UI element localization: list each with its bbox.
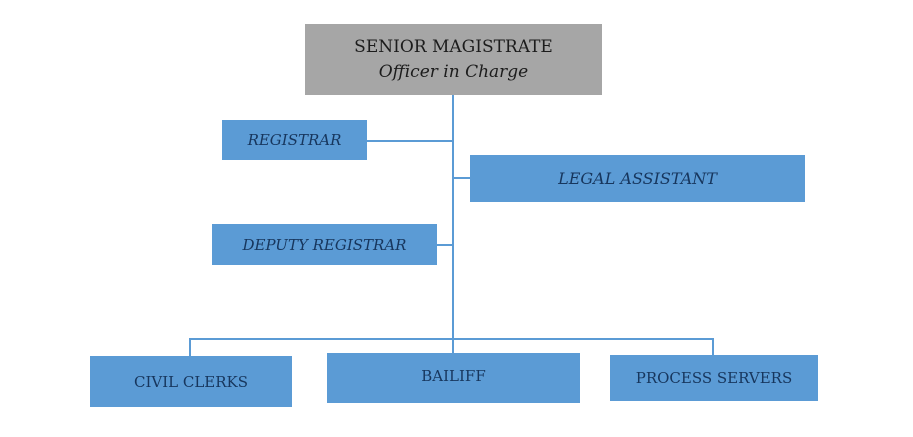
senior-magistrate-title: SENIOR MAGISTRATE [354,36,553,57]
connector-bottom-rail [189,338,714,340]
senior-magistrate-subtitle: Officer in Charge [378,61,529,82]
connector-registrar-stub [367,140,452,142]
registrar-label: REGISTRAR [247,131,342,149]
connector-legal-assistant-stub [452,177,470,179]
connector-deputy-registrar-stub [437,244,452,246]
connector-drop-process-servers [712,338,714,355]
node-registrar: REGISTRAR [222,120,367,160]
legal-assistant-label: LEGAL ASSISTANT [558,169,717,188]
node-bailiff: BAILIFF [327,353,580,403]
connector-drop-civil-clerks [189,338,191,356]
deputy-registrar-label: DEPUTY REGISTRAR [242,235,407,254]
civil-clerks-label: CIVIL CLERKS [133,372,249,391]
node-process-servers: PROCESS SERVERS [610,355,818,401]
node-civil-clerks: CIVIL CLERKS [90,356,292,407]
bailiff-label: BAILIFF [421,367,486,385]
node-deputy-registrar: DEPUTY REGISTRAR [212,224,437,265]
node-senior-magistrate: SENIOR MAGISTRATE Officer in Charge [305,24,602,95]
connector-main-vertical [452,95,454,353]
process-servers-label: PROCESS SERVERS [635,369,793,387]
node-legal-assistant: LEGAL ASSISTANT [470,155,805,202]
